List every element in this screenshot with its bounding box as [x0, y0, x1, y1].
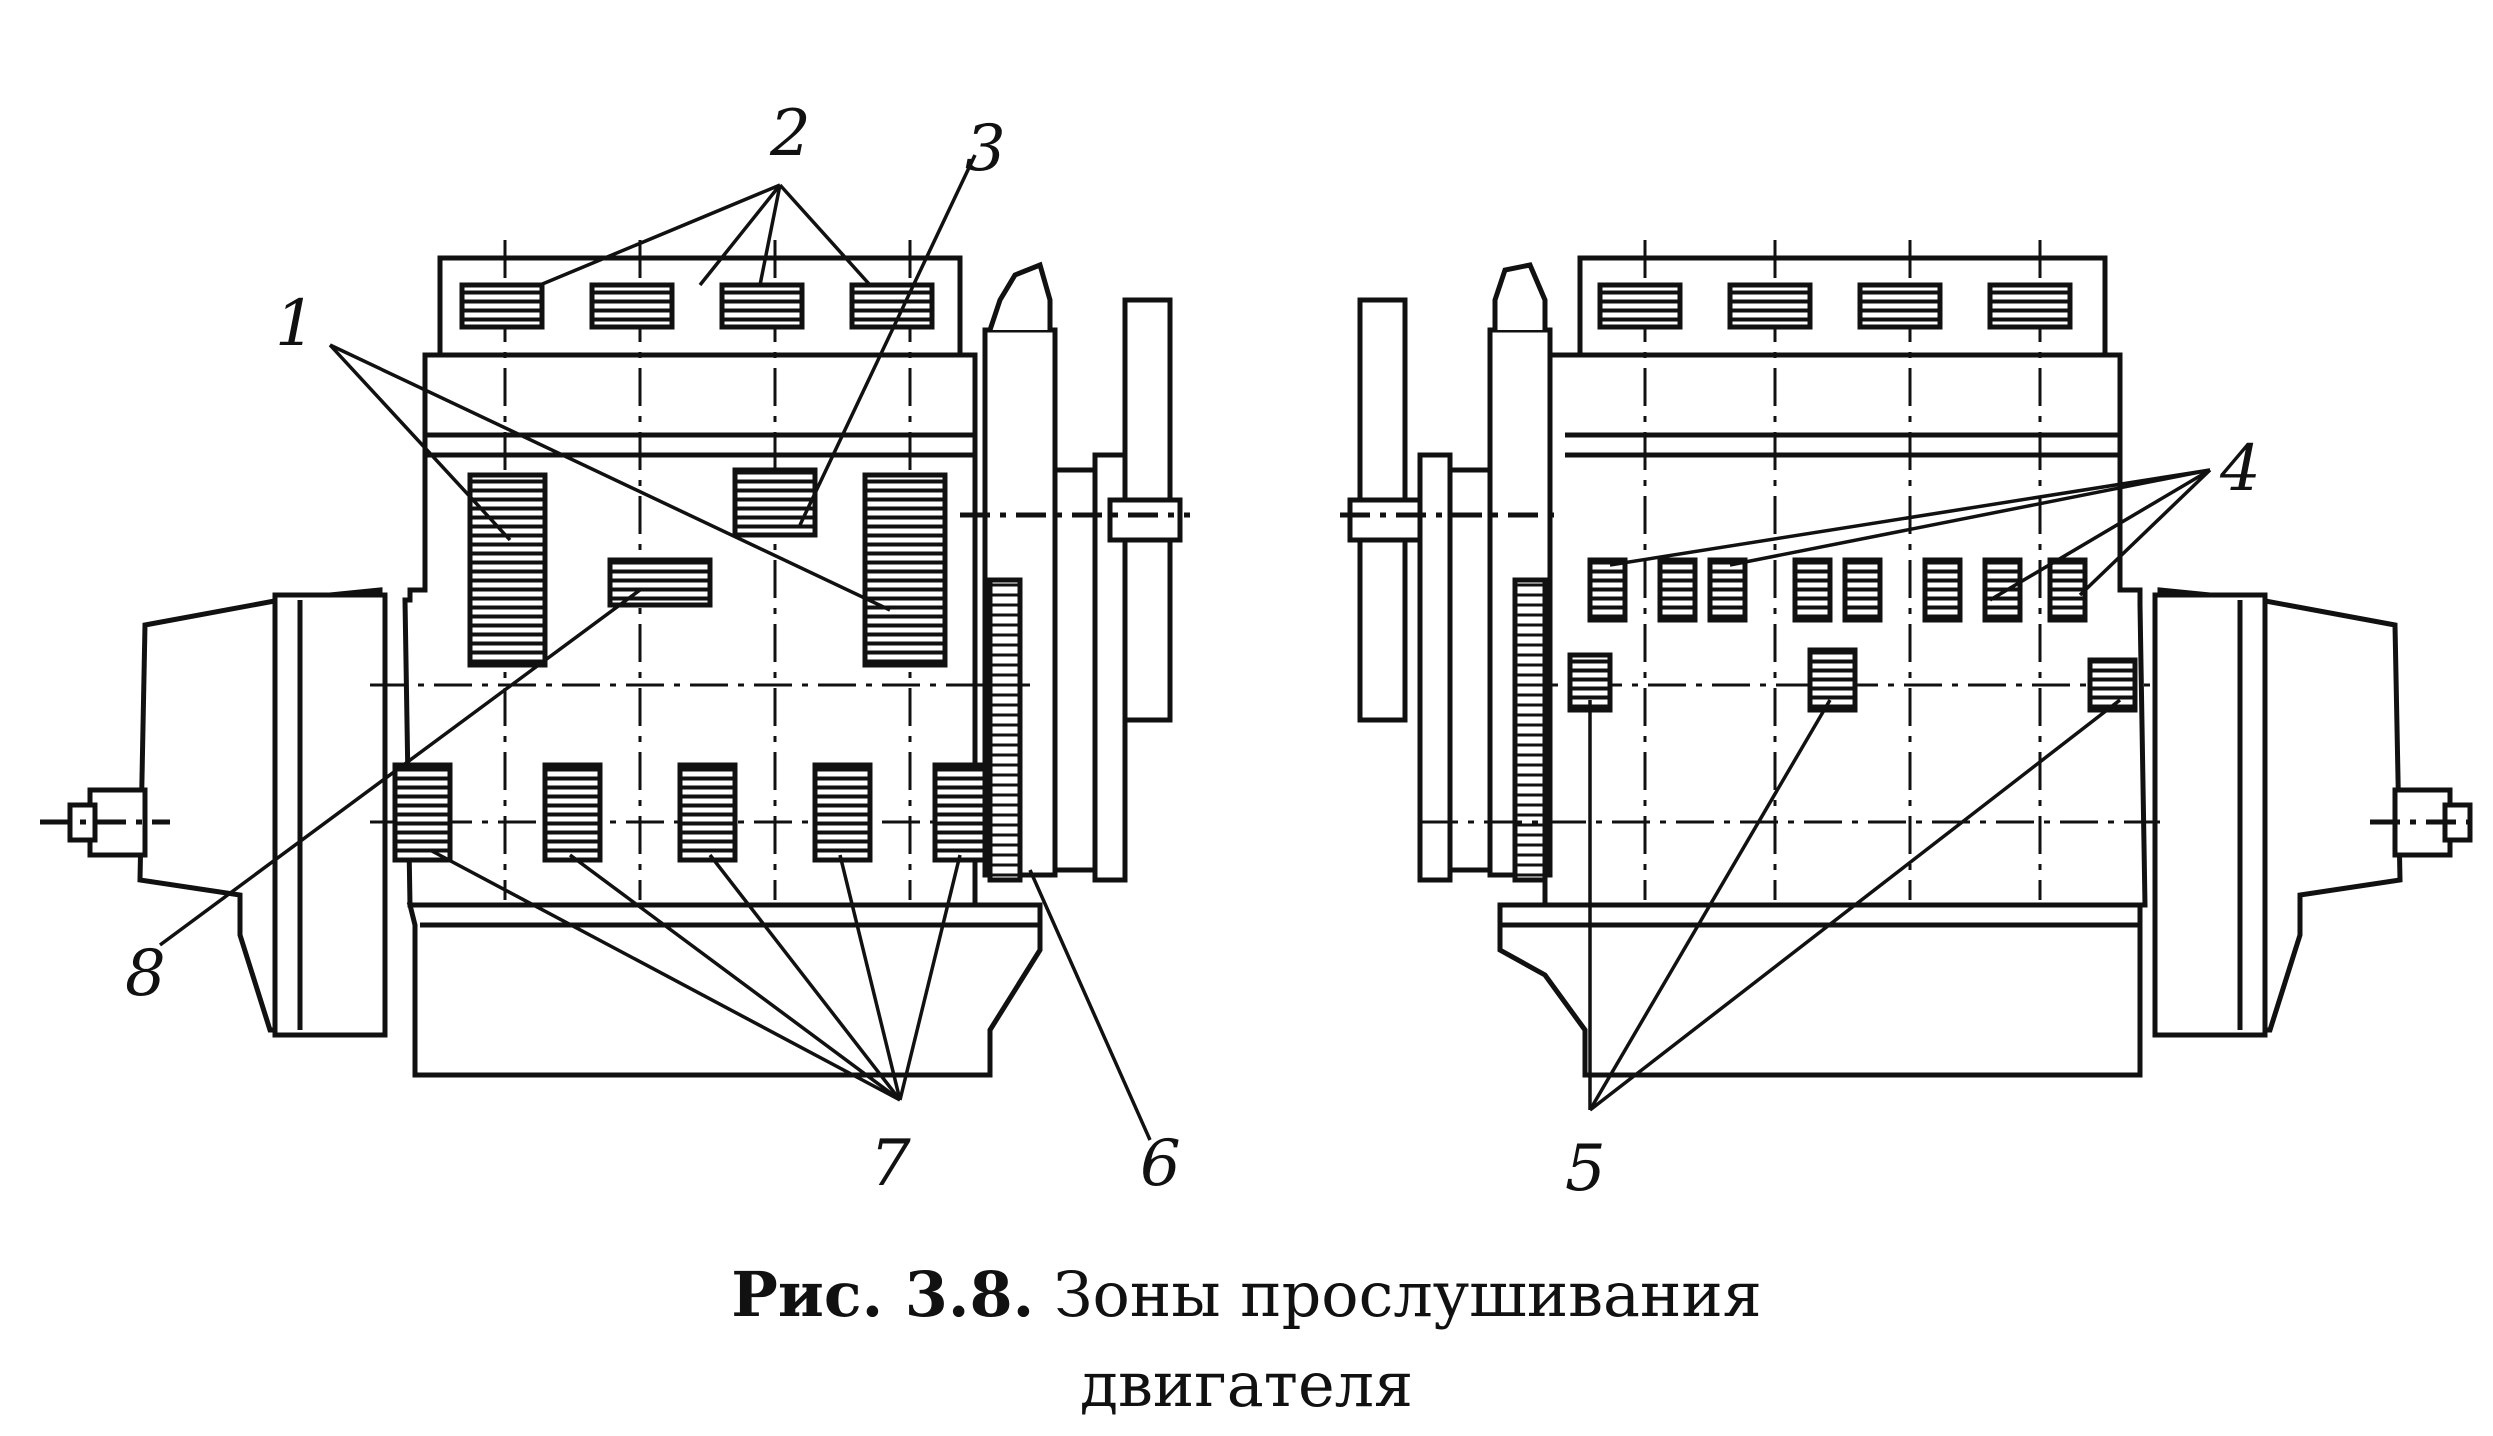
- zone-7-main-bearings: [392, 762, 988, 863]
- right-valve-windows: [1597, 282, 2073, 330]
- callout-3: 3: [965, 112, 1006, 186]
- left-fan-lower-blade: [1122, 537, 1173, 723]
- caption-text-line-1: Зоны прослушивания: [1053, 1258, 1762, 1331]
- zone-3-camshaft: [732, 467, 818, 538]
- caption-text-line-2: двигателя: [1079, 1348, 1414, 1421]
- left-fan-upper-blade: [1122, 297, 1173, 503]
- callout-7: 7: [870, 1127, 911, 1201]
- zone-1-cylinder-walls: [467, 472, 948, 668]
- right-fan-upper-blade: [1357, 297, 1408, 503]
- zone-5-camshaft-bearings: [1567, 647, 2138, 713]
- callout-1: 1: [275, 287, 316, 361]
- callout-5: 5: [1565, 1132, 1606, 1206]
- callout-2: 2: [769, 97, 811, 171]
- right-leader-lines: [1588, 468, 2212, 1112]
- figure-caption-line-2: двигателя: [0, 1345, 2493, 1425]
- callout-6: 6: [1140, 1127, 1181, 1201]
- zone-8-crankshaft: [607, 557, 713, 608]
- right-timing-chain: [1512, 577, 1548, 883]
- right-fan-lower-blade: [1357, 537, 1408, 723]
- zone-4-pistons: [1587, 557, 2088, 623]
- left-engine-view: 2 3 1 8 7 6: [40, 97, 1190, 1201]
- left-timing-chain: [987, 577, 1023, 883]
- left-oil-pan: [406, 902, 1043, 1078]
- figure-number: Рис. 3.8.: [731, 1258, 1035, 1331]
- right-engine-view: 4 5: [1340, 240, 2480, 1206]
- zone-2-valve-windows: [459, 282, 935, 330]
- left-leader-lines: [158, 154, 1152, 1141]
- right-oil-pan: [1497, 902, 2143, 1078]
- engine-listening-zones-diagram: 2 3 1 8 7 6: [40, 97, 2480, 1206]
- figure-caption-line-1: Рис. 3.8. Зоны прослушивания: [0, 1255, 2493, 1335]
- callout-8: 8: [125, 937, 166, 1011]
- callout-4: 4: [2219, 432, 2261, 506]
